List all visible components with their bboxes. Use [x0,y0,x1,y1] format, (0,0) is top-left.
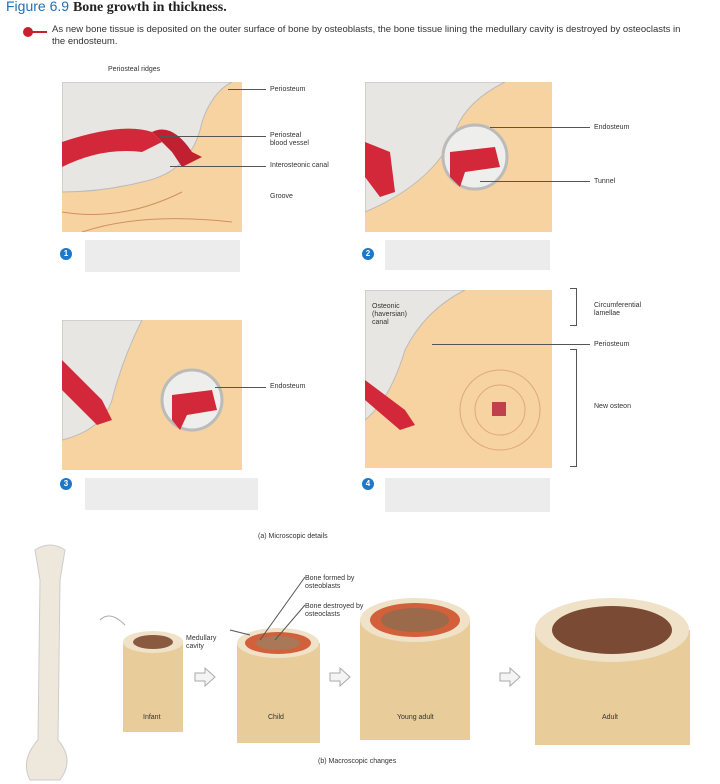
stage-child: Child [268,714,284,721]
bracket-lamellae [570,288,577,326]
cylinder-infant [123,631,183,732]
stage-infant: Infant [143,714,161,721]
label-endosteum-3: Endosteum [270,383,306,390]
key-icon [23,27,47,37]
label-circumferential-lamellae: Circumferential lamellae [594,302,642,317]
panel-3-illustration [62,320,242,470]
cylinder-young-adult [360,598,470,740]
label-interosteonic-canal: Interosteonic canal [270,162,329,169]
label-periosteum-4: Periosteum [594,341,630,348]
caption-microscopic: (a) Microscopic details [258,533,328,540]
panel-1-illustration [62,82,242,232]
answer-blank-1[interactable] [85,240,240,272]
label-medullary-cavity: Medullary cavity [186,635,217,650]
label-osteonic-canal: Osteonic (haversian) canal [372,303,408,326]
stage-young-adult: Young adult [397,714,434,721]
label-bone-destroyed: Bone destroyed by osteoclasts [305,603,364,618]
step-number-2: 2 [362,248,374,260]
label-bone-formed: Bone formed by osteoblasts [305,575,355,590]
cylinder-adult [535,598,690,745]
label-new-osteon: New osteon [594,403,631,410]
answer-blank-2[interactable] [385,240,550,270]
answer-blank-3[interactable] [85,478,258,510]
panel-2-illustration [365,82,552,232]
label-endosteum: Endosteum [594,124,630,131]
step-number-4: 4 [362,478,374,490]
bracket-osteon [570,349,577,467]
label-groove: Groove [270,193,293,200]
step-number-3: 3 [60,478,72,490]
caption-macroscopic: (b) Macroscopic changes [318,758,397,765]
arrow-icons [99,615,521,688]
answer-blank-4[interactable] [385,478,550,512]
label-tunnel: Tunnel [594,178,616,185]
label-periosteum: Periosteum [270,86,306,93]
stage-adult: Adult [602,714,618,721]
cylinder-child [237,628,320,743]
figure-title: Figure 6.9 Bone growth in thickness. [6,0,227,15]
panel-4-illustration [365,290,552,468]
figure-description: As new bone tissue is deposited on the o… [52,24,681,47]
label-periosteal-ridges: Periosteal ridges [108,66,161,73]
step-number-1: 1 [60,248,72,260]
label-periosteal-blood-vessel: Periosteal blood vessel [270,132,309,147]
macroscopic-illustration [25,544,690,781]
